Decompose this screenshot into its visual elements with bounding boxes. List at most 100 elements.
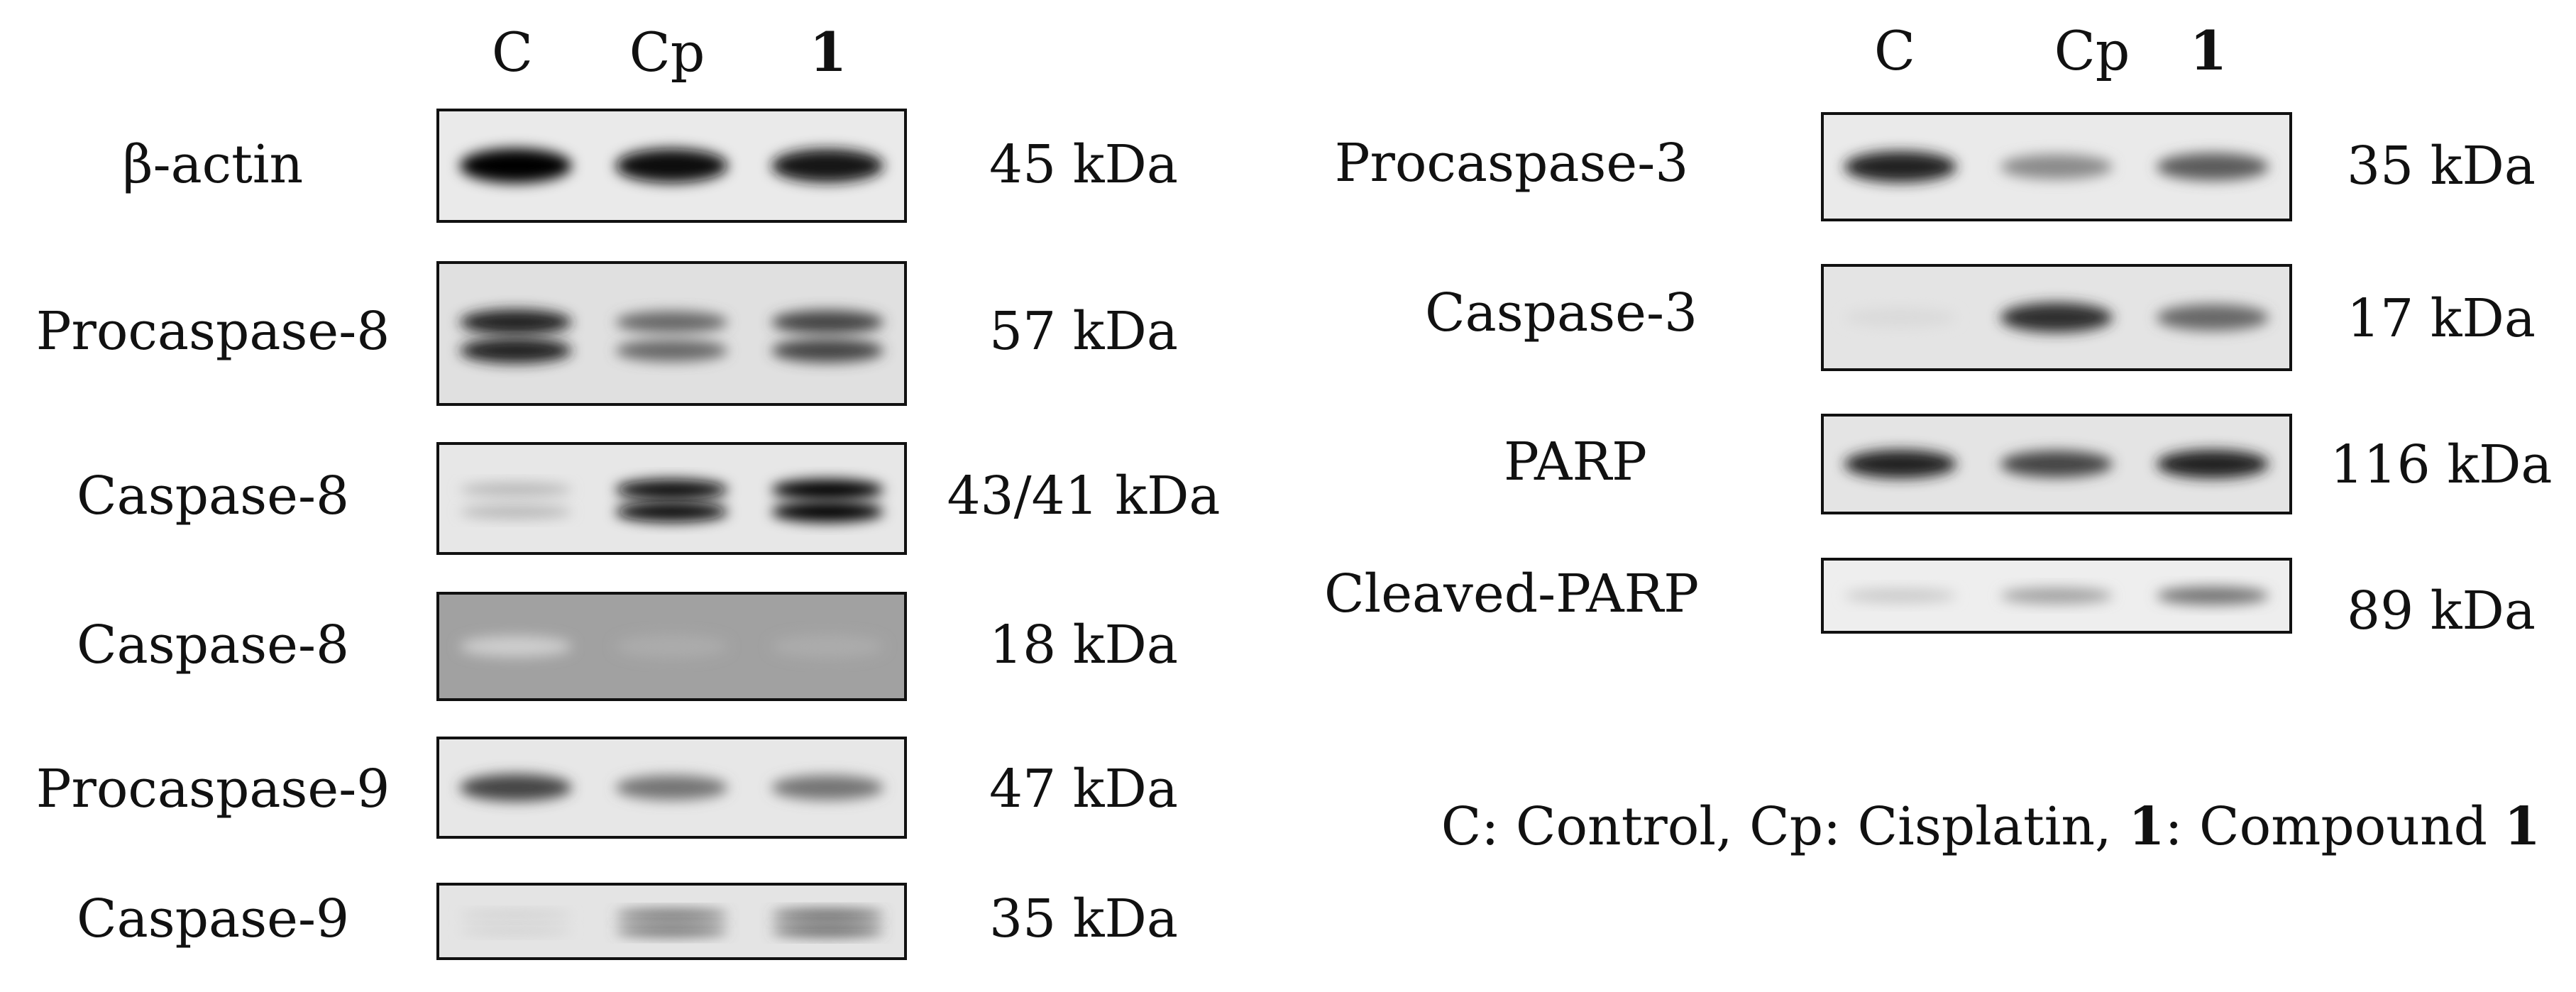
protein-band: [2156, 449, 2269, 479]
protein-band: [1844, 449, 1957, 479]
molecular-weight-label: 17 kDa: [2347, 288, 2536, 349]
blot-frame: [436, 261, 907, 406]
legend-cp-key: Cp: [1749, 796, 1823, 857]
protein-band: [771, 338, 884, 363]
blot-image: [436, 442, 907, 555]
blot-frame: [436, 737, 907, 839]
protein-band: [771, 310, 884, 334]
legend-1-end: 1: [2504, 796, 2541, 857]
protein-band: [2156, 153, 2269, 181]
protein-label: Cleaved-PARP: [1324, 563, 1699, 624]
protein-label: Caspase-8: [77, 615, 349, 676]
protein-band: [459, 925, 572, 935]
blot-image: [436, 737, 907, 839]
molecular-weight-label: 47 kDa: [989, 759, 1178, 820]
molecular-weight-label: 89 kDa: [2347, 580, 2536, 641]
legend: C: Control, Cp: Cisplatin, 1: Compound 1: [1441, 796, 2541, 857]
right-lane-headers: C Cp 1: [1874, 19, 2228, 82]
protein-label: Caspase-3: [1425, 282, 1697, 343]
molecular-weight-label: 57 kDa: [989, 301, 1178, 362]
protein-band: [459, 338, 572, 363]
right-lane-header-cp: Cp: [2054, 19, 2130, 82]
protein-label: Caspase-8: [77, 465, 349, 527]
protein-band: [459, 483, 572, 497]
protein-band: [2000, 154, 2113, 180]
protein-band: [615, 479, 728, 500]
protein-band: [2000, 588, 2113, 604]
protein-band: [615, 148, 728, 183]
protein-band: [459, 636, 572, 657]
legend-c-key: C: [1441, 796, 1482, 857]
protein-band: [771, 775, 884, 800]
protein-band: [771, 634, 884, 658]
blot-row: Procaspase-8 57 kDa: [36, 261, 1178, 406]
protein-band: [615, 634, 728, 658]
protein-label: PARP: [1504, 431, 1647, 492]
molecular-weight-label: 45 kDa: [989, 134, 1178, 195]
legend-c-text: : Control,: [1481, 796, 1749, 857]
protein-band: [615, 339, 728, 362]
blot-row: Cleaved-PARP 89 kDa: [1324, 558, 2536, 641]
protein-band: [615, 909, 728, 922]
protein-band: [459, 148, 572, 183]
blot-row: Caspase-8 18 kDa: [77, 592, 1178, 701]
blot-background: [438, 884, 906, 959]
protein-band: [615, 924, 728, 937]
left-lane-header-1: 1: [810, 21, 847, 84]
blot-row: Caspase-3 17 kDa: [1425, 264, 2536, 371]
blot-row: Procaspase-3 35 kDa: [1335, 112, 2536, 221]
blot-image: [436, 109, 907, 223]
protein-band: [1844, 307, 1957, 328]
molecular-weight-label: 43/41 kDa: [947, 465, 1220, 527]
right-blot-panel: Procaspase-3 35 kDa Caspase-3 17 kDa PAR…: [1324, 112, 2553, 641]
protein-band: [615, 501, 728, 522]
blot-frame: [436, 442, 907, 555]
protein-label: β-actin: [123, 134, 303, 195]
protein-band: [459, 505, 572, 519]
left-lane-header-cp: Cp: [629, 21, 705, 84]
blot-row: Caspase-8 43/41 kDa: [77, 442, 1221, 555]
blot-image: [1821, 264, 2292, 371]
left-lane-headers: C Cp 1: [492, 21, 847, 84]
protein-band: [771, 924, 884, 937]
right-lane-header-c: C: [1874, 19, 1915, 82]
blot-image: [1821, 112, 2292, 221]
blot-frame: [1821, 112, 2292, 221]
protein-band: [771, 501, 884, 522]
blot-row: PARP 116 kDa: [1504, 414, 2553, 514]
protein-band: [771, 909, 884, 922]
molecular-weight-label: 35 kDa: [989, 888, 1178, 949]
protein-label: Caspase-9: [77, 888, 349, 949]
protein-band: [2156, 304, 2269, 331]
protein-band: [771, 148, 884, 183]
protein-label: Procaspase-9: [36, 759, 390, 820]
protein-band: [1844, 151, 1957, 182]
blot-image: [1821, 414, 2292, 514]
blot-row: β-actin 45 kDa: [123, 109, 1178, 223]
protein-band: [2000, 302, 2113, 333]
protein-band: [2156, 586, 2269, 605]
legend-1-key: 1: [2128, 796, 2165, 857]
protein-band: [459, 910, 572, 920]
protein-label: Procaspase-3: [1335, 133, 1689, 194]
blot-image: [436, 883, 907, 960]
blot-frame: [1821, 264, 2292, 371]
molecular-weight-label: 35 kDa: [2347, 136, 2536, 197]
blot-frame: [1821, 414, 2292, 514]
blot-frame: [436, 883, 907, 960]
blot-image: [1821, 558, 2292, 634]
blot-frame: [436, 109, 907, 223]
right-lane-header-1: 1: [2190, 19, 2228, 82]
blot-row: Caspase-9 35 kDa: [77, 883, 1178, 960]
blot-frame: [436, 592, 907, 701]
blot-image: [436, 261, 907, 406]
blot-row: Procaspase-9 47 kDa: [36, 737, 1178, 839]
molecular-weight-label: 18 kDa: [989, 615, 1178, 676]
legend-cp-text: : Cisplatin,: [1823, 796, 2128, 857]
left-lane-header-c: C: [492, 21, 533, 84]
protein-band: [2000, 451, 2113, 478]
protein-band: [1844, 588, 1957, 603]
blot-frame: [1821, 558, 2292, 634]
blot-image: [436, 592, 907, 701]
